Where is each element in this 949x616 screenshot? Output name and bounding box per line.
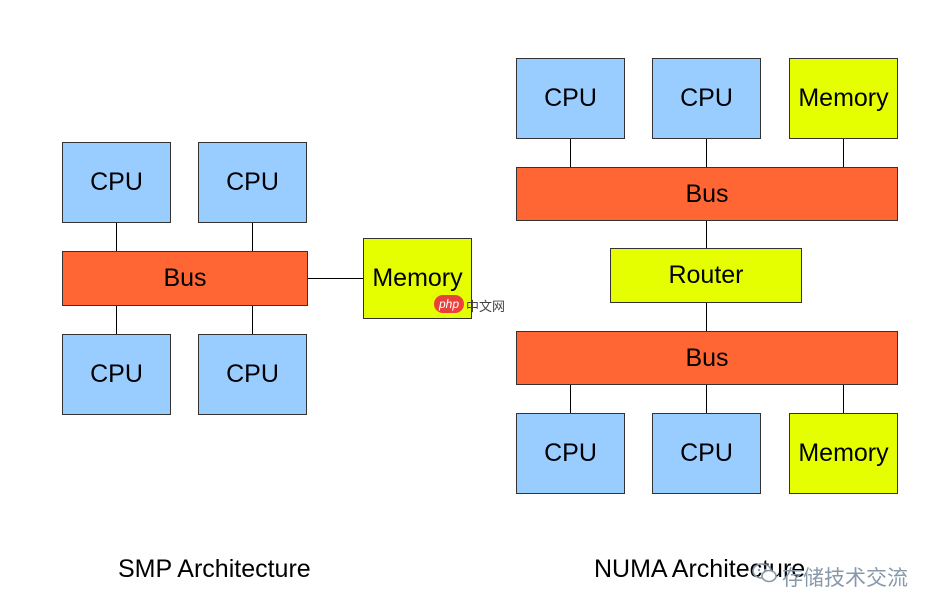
- wechat-account-label: 存储技术交流: [782, 567, 908, 590]
- smp-memory: Memory: [363, 238, 472, 319]
- numa-top-cpu-1: CPU: [516, 58, 625, 139]
- numa-wire-top-memory: [843, 139, 844, 167]
- numa-wire-bottom-cpu-2: [706, 385, 707, 413]
- numa-wire-top-cpu-2: [706, 139, 707, 167]
- numa-top-cpu-1-label: CPU: [544, 84, 597, 112]
- smp-cpu-top-left-label: CPU: [90, 168, 143, 196]
- numa-top-memory-label: Memory: [798, 84, 889, 112]
- smp-wire-cpu-br: [252, 306, 253, 334]
- smp-wire-cpu-tl: [116, 223, 117, 251]
- smp-cpu-bottom-right: CPU: [198, 334, 307, 415]
- smp-caption: SMP Architecture: [118, 555, 311, 583]
- smp-cpu-bottom-left: CPU: [62, 334, 171, 415]
- numa-bottom-memory-label: Memory: [798, 439, 889, 467]
- numa-bottom-cpu-1: CPU: [516, 413, 625, 494]
- smp-cpu-top-right-label: CPU: [226, 168, 279, 196]
- numa-top-bus-label: Bus: [685, 179, 729, 208]
- numa-top-bus: Bus: [516, 167, 898, 221]
- site-name: 中文网: [466, 299, 506, 314]
- smp-bus: Bus: [62, 251, 308, 306]
- numa-wire-bottom-memory: [843, 385, 844, 413]
- site-badge: php: [434, 295, 464, 313]
- numa-top-memory: Memory: [789, 58, 898, 139]
- numa-bottom-memory: Memory: [789, 413, 898, 494]
- smp-cpu-bottom-right-label: CPU: [226, 360, 279, 388]
- numa-bottom-cpu-2: CPU: [652, 413, 761, 494]
- numa-router: Router: [610, 248, 802, 303]
- numa-bottom-bus: Bus: [516, 331, 898, 385]
- smp-cpu-top-right: CPU: [198, 142, 307, 223]
- numa-bottom-cpu-2-label: CPU: [680, 439, 733, 467]
- smp-cpu-bottom-left-label: CPU: [90, 360, 143, 388]
- numa-wire-router-bottom: [706, 303, 707, 331]
- smp-wire-cpu-tr: [252, 223, 253, 251]
- numa-wire-router-top: [706, 221, 707, 248]
- smp-bus-label: Bus: [163, 264, 207, 292]
- numa-bottom-bus-label: Bus: [685, 343, 729, 372]
- smp-wire-cpu-bl: [116, 306, 117, 334]
- numa-top-cpu-2-label: CPU: [680, 84, 733, 112]
- smp-cpu-top-left: CPU: [62, 142, 171, 223]
- numa-wire-bottom-cpu-1: [570, 385, 571, 413]
- numa-router-label: Router: [668, 261, 744, 289]
- smp-wire-memory: [307, 278, 363, 279]
- numa-top-cpu-2: CPU: [652, 58, 761, 139]
- numa-wire-top-cpu-1: [570, 139, 571, 167]
- numa-bottom-cpu-1-label: CPU: [544, 439, 597, 467]
- wechat-icon: [752, 563, 777, 583]
- smp-memory-label: Memory: [372, 264, 463, 292]
